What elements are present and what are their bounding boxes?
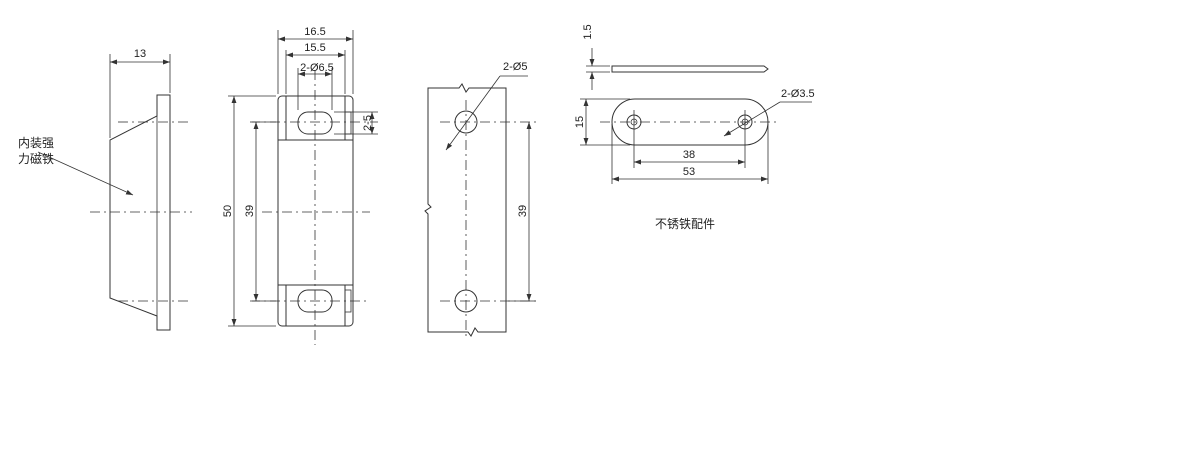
dim-strike-hole-pitch: 38 (683, 149, 695, 161)
plate-holes-leader (445, 75, 501, 151)
strike-view: 1.5 15 2-Ø3.5 38 53 不锈铁配件 (574, 24, 815, 231)
dim-strike-length: 53 (683, 166, 695, 178)
front-view: 16.5 15.5 2-Ø6.5 2-5 50 39 (222, 26, 378, 345)
dim-plate-holes: 2-Ø5 (503, 61, 527, 73)
dim-side-width: 13 (134, 48, 146, 60)
strike-holes-leader (723, 101, 781, 137)
magnet-note-leader (37, 151, 134, 196)
side-view: 13 内装强 力磁铁 (18, 48, 192, 331)
dim-front-height: 50 (222, 205, 234, 217)
dim-strike-thickness: 1.5 (582, 24, 594, 39)
dim-front-inner-width: 15.5 (304, 42, 325, 54)
dim-front-slot-height: 2-5 (362, 115, 374, 131)
magnet-note-line2: 力磁铁 (18, 151, 54, 166)
dim-front-hole-pitch: 39 (244, 205, 256, 217)
stainless-note: 不锈铁配件 (655, 217, 715, 231)
dim-front-slot: 2-Ø6.5 (300, 62, 334, 74)
dim-strike-width: 15 (574, 116, 586, 128)
dim-front-overall-width: 16.5 (304, 26, 325, 38)
plate-view: 2-Ø5 39 (424, 61, 536, 340)
dim-plate-hole-pitch: 39 (517, 205, 529, 217)
magnet-note-line1: 内装强 (18, 136, 54, 150)
front-tab-top (344, 111, 352, 135)
plate-outline (424, 83, 507, 337)
front-view-body (277, 139, 354, 286)
side-view-outline (109, 94, 171, 331)
dim-strike-holes: 2-Ø3.5 (781, 88, 815, 100)
strike-edge-view (611, 65, 769, 73)
